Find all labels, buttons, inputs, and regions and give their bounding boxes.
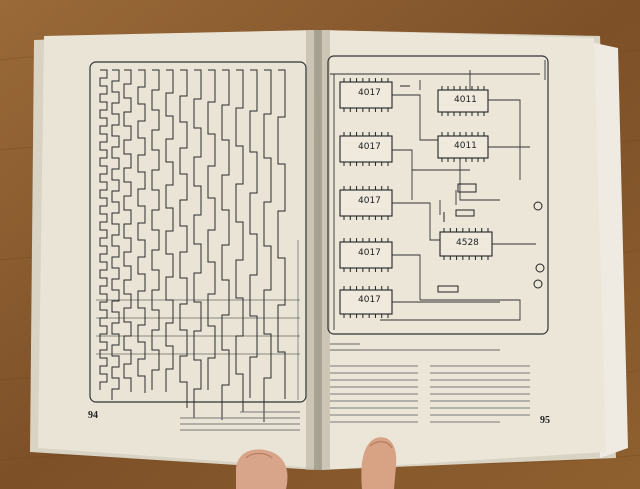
waveform-trace <box>207 69 216 390</box>
waveform-trace <box>221 69 230 420</box>
waveform-trace <box>249 69 258 398</box>
ic-label: 4011 <box>454 141 477 151</box>
ic-label: 4528 <box>456 238 479 248</box>
ic-label: 4017 <box>358 196 381 206</box>
waveform-trace <box>263 69 272 422</box>
finger-icon <box>361 437 397 489</box>
ic-label: 4017 <box>358 88 381 98</box>
waveform-trace <box>193 69 202 418</box>
waveform-trace <box>111 69 120 400</box>
left-page-number: 94 <box>88 410 98 421</box>
waveform-trace <box>137 69 146 393</box>
ic-label: 4017 <box>358 295 381 305</box>
waveform-trace <box>277 69 286 399</box>
waveform-trace <box>179 69 188 408</box>
ic-label: 4017 <box>358 248 381 258</box>
thumb-icon <box>236 449 288 489</box>
waveform-trace <box>165 69 174 392</box>
waveform-trace <box>151 69 160 390</box>
ic-label: 4011 <box>454 95 477 105</box>
ic-label: 4017 <box>358 142 381 152</box>
waveform-trace <box>99 69 108 390</box>
right-page-number: 95 <box>540 415 550 426</box>
